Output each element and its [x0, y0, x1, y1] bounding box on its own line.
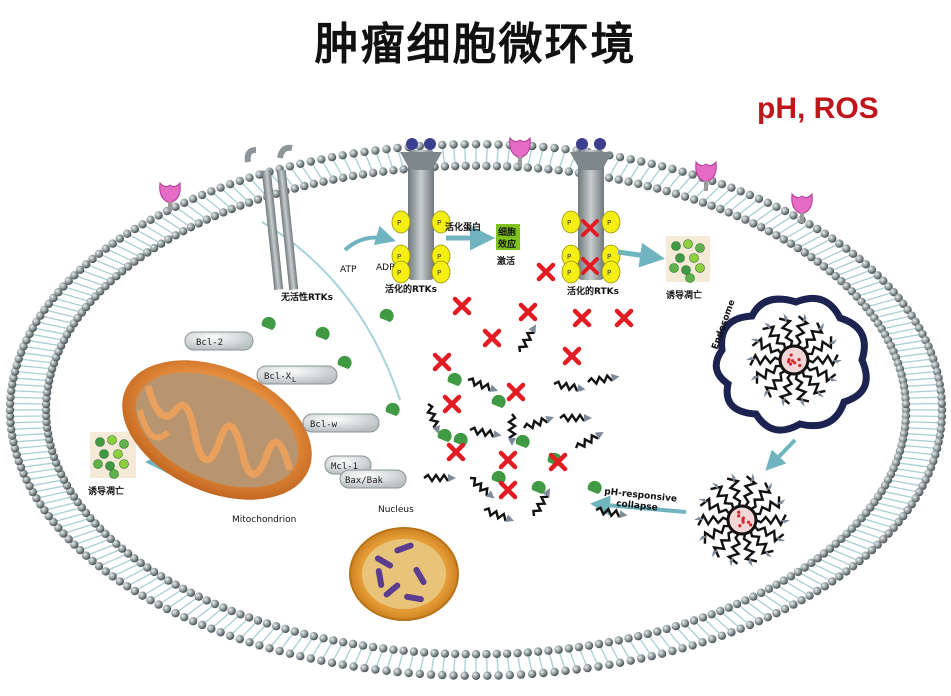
adp-label: ADP [376, 263, 395, 273]
free-micelle [694, 473, 790, 567]
polymer-chains [424, 322, 628, 524]
apoptosis-icon-left [90, 432, 136, 479]
svg-text:P: P [567, 253, 571, 261]
endosome [716, 298, 866, 430]
nucleus [350, 528, 458, 620]
svg-text:Bcl-X: Bcl-X [264, 372, 292, 382]
active-rtks-label-2: 活化的RTKs [567, 285, 619, 297]
atp-label: ATP [340, 265, 357, 275]
bclxl-pill: Bcl-X L [257, 366, 337, 384]
svg-text:P: P [437, 269, 441, 277]
apoptosis-arrow-right [618, 252, 660, 258]
svg-text:P: P [437, 253, 441, 261]
svg-text:P: P [397, 219, 401, 227]
mitochondrion [100, 333, 333, 528]
apoptosis-label-left: 诱导凋亡 [88, 485, 124, 497]
endosome-release-arrow [768, 440, 795, 468]
inactive-rtks-label: 无活性RTKs [280, 291, 333, 303]
svg-text:Bax/Bak: Bax/Bak [345, 476, 384, 486]
active-rtks-label-1: 活化的RTKs [385, 283, 437, 295]
cell-effect-label-1: 细胞 [498, 226, 516, 238]
apoptosis-label-right: 诱导凋亡 [666, 289, 702, 301]
svg-text:P: P [567, 269, 571, 277]
svg-text:Bcl-w: Bcl-w [310, 420, 338, 430]
svg-text:P: P [437, 219, 441, 227]
svg-text:P: P [397, 253, 401, 261]
nucleus-label: Nucleus [378, 505, 414, 515]
svg-text:P: P [607, 219, 611, 227]
svg-text:P: P [567, 219, 571, 227]
svg-text:L: L [292, 376, 296, 384]
svg-text:P: P [607, 269, 611, 277]
apoptosis-icon-right [666, 236, 710, 283]
bclw-pill: Bcl-w [303, 414, 379, 432]
activation-label: 激活 [497, 255, 515, 267]
mitochondrion-label: Mitochondrion [232, 515, 296, 525]
bcl2-pill: Bcl-2 [185, 332, 253, 350]
baxbak-pill: Bax/Bak [340, 470, 406, 488]
activated-protein-label: 活化蛋白 [445, 221, 481, 233]
svg-text:P: P [607, 253, 611, 261]
svg-text:Bcl-2: Bcl-2 [196, 338, 223, 348]
svg-text:P: P [397, 269, 401, 277]
cell-effect-label-2: 效应 [498, 238, 516, 250]
atp-adp-arrow [345, 238, 392, 250]
